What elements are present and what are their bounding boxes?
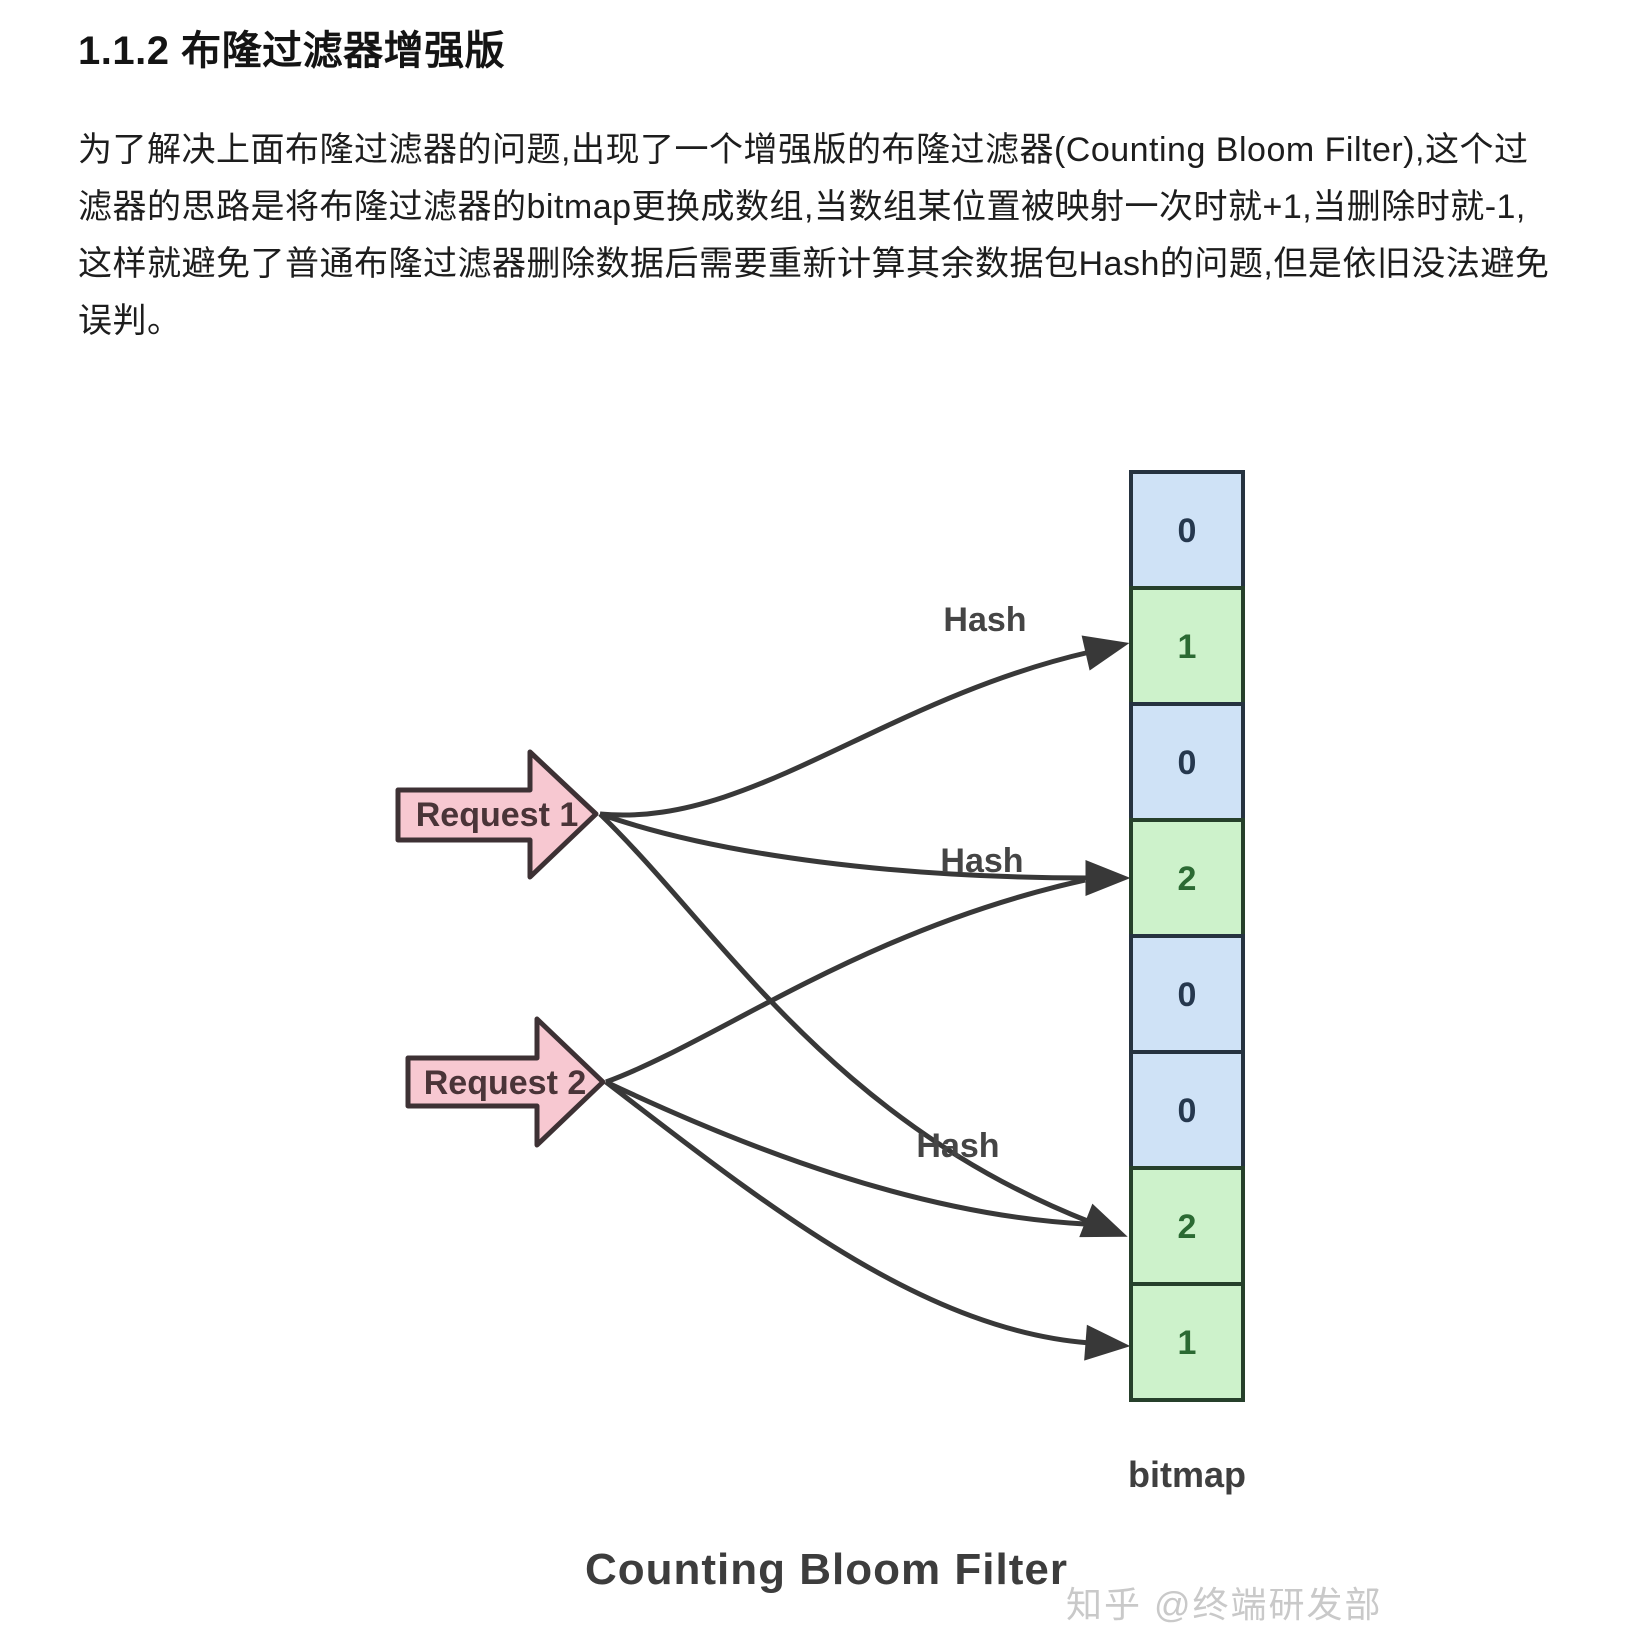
bitmap-cell-box <box>1129 1166 1245 1286</box>
bitmap-cell-box <box>1129 586 1245 706</box>
bitmap-cell-box <box>1129 702 1245 822</box>
bitmap-label: bitmap <box>1128 1454 1246 1495</box>
bitmap-cell: 2 <box>1129 1166 1245 1286</box>
request-1-arrow-shape <box>395 749 599 880</box>
request-1-arrow: Request 1 <box>395 749 599 880</box>
watermark: 知乎 @终端研发部 <box>1066 1584 1383 1625</box>
bitmap-cell-value: 0 <box>1178 512 1197 550</box>
bitmap-cell-value: 1 <box>1178 628 1197 666</box>
request-2-arrow: Request 2 <box>405 1016 606 1148</box>
connector-request2-cell8 <box>604 1080 1131 1361</box>
request-2-arrow-shape <box>405 1016 606 1148</box>
bitmap-cell-value: 0 <box>1178 1092 1197 1130</box>
bitmap-cell-value: 2 <box>1178 1208 1197 1246</box>
hash-connectors <box>598 635 1131 1361</box>
hash-label: Hash <box>916 1127 999 1165</box>
connector-request2-cell7 <box>604 1079 1086 1227</box>
request-2-label: Request 2 <box>424 1064 587 1102</box>
paragraph-line: 为了解决上面布隆过滤器的问题,出现了一个增强版的布隆过滤器(Counting B… <box>78 131 1529 169</box>
bitmap-cell-value: 1 <box>1178 1324 1197 1362</box>
connector-request2-cell4 <box>605 877 1086 1085</box>
paragraph-line: 滤器的思路是将布隆过滤器的bitmap更换成数组,当数组某位置被映射一次时就+1… <box>78 188 1526 226</box>
connector-request1-cell2 <box>599 635 1130 818</box>
connector-request1-cell7 <box>598 812 1128 1238</box>
bitmap-cell: 1 <box>1129 1282 1245 1402</box>
paragraph-line: 这样就避免了普通布隆过滤器删除数据后需要重新计算其余数据包Hash的问题,但是依… <box>78 245 1550 283</box>
figure-caption: Counting Bloom Filter <box>585 1545 1068 1594</box>
paragraph-line: 误判。 <box>78 302 182 340</box>
bitmap-cell: 1 <box>1129 586 1245 706</box>
body-paragraph: 为了解决上面布隆过滤器的问题,出现了一个增强版的布隆过滤器(Counting B… <box>78 122 1549 350</box>
bitmap-cell: 0 <box>1129 934 1245 1054</box>
connector-request1-cell4 <box>599 811 1131 896</box>
bitmap-cell: 0 <box>1129 702 1245 822</box>
bitmap-cell-box <box>1129 934 1245 1054</box>
bitmap-cell-value: 2 <box>1178 860 1197 898</box>
counting-bloom-filter-diagram: Request 1 Request 2 Hash Hash Hash 0 1 0 <box>395 470 1246 1495</box>
bitmap-array: 0 1 0 2 0 0 2 <box>1128 470 1246 1495</box>
bitmap-cell-value: 0 <box>1178 744 1197 782</box>
bitmap-cell: 0 <box>1129 470 1245 590</box>
section-heading: 1.1.2 布隆过滤器增强版 <box>78 29 506 73</box>
bitmap-cell-box <box>1129 1050 1245 1170</box>
bitmap-cell: 2 <box>1129 818 1245 938</box>
bitmap-cell: 0 <box>1129 1050 1245 1170</box>
bitmap-cell-value: 0 <box>1178 976 1197 1014</box>
hash-label: Hash <box>943 601 1026 639</box>
hash-label: Hash <box>940 842 1023 880</box>
bitmap-cell-box <box>1129 1282 1245 1402</box>
request-1-label: Request 1 <box>416 796 579 834</box>
